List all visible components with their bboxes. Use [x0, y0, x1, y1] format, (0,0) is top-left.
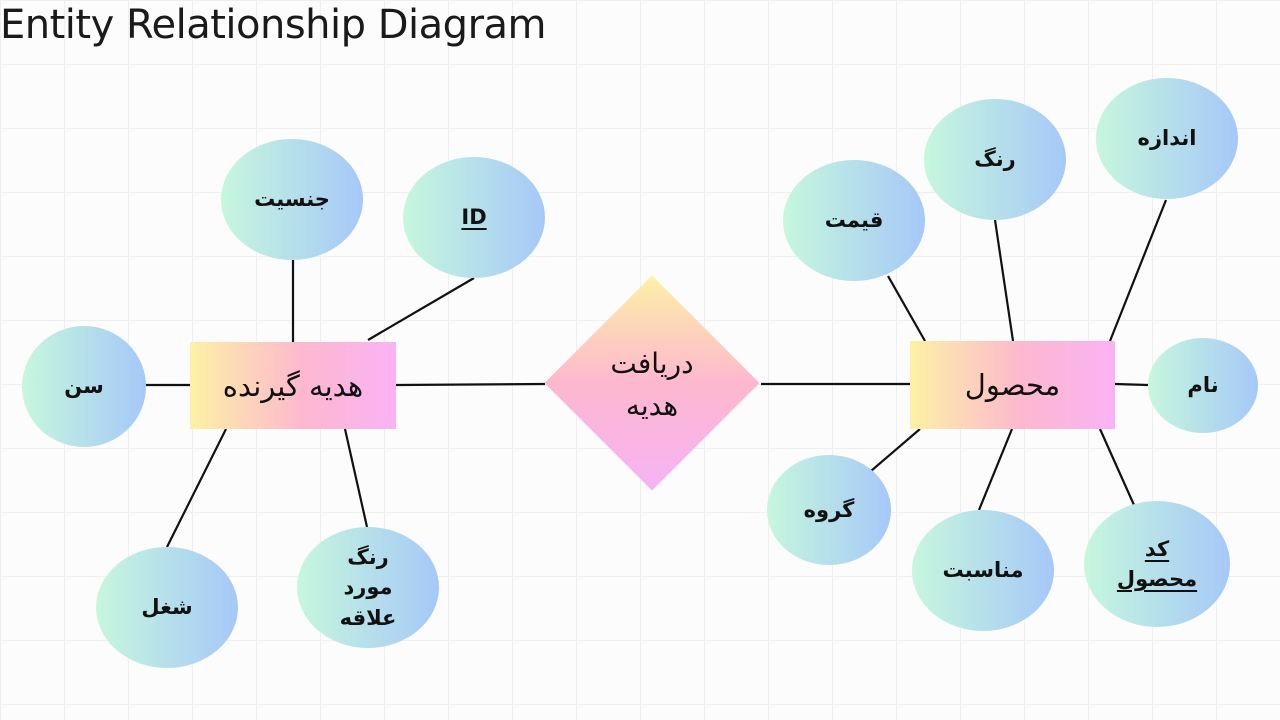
- attribute-id: ID: [403, 157, 545, 278]
- attribute-age-label: سن: [64, 374, 104, 399]
- attribute-product-code: کد محصول: [1084, 501, 1230, 627]
- diagram-title: Entity Relationship Diagram: [0, 2, 547, 48]
- attribute-color: رنگ: [924, 99, 1066, 220]
- edge-recipient-favcolor: [343, 428, 369, 528]
- attribute-price: قیمت: [783, 160, 925, 281]
- edge-product-color: [993, 219, 1015, 342]
- edge-product-size: [1108, 199, 1168, 342]
- attribute-occasion: مناسبت: [912, 510, 1054, 631]
- attribute-job: شغل: [96, 547, 238, 668]
- edge-product-code: [1098, 428, 1136, 506]
- attribute-name: نام: [1148, 338, 1258, 433]
- edge-product-occasion: [977, 428, 1014, 511]
- attribute-price-label: قیمت: [824, 208, 884, 233]
- attribute-group-label: گروه: [803, 497, 855, 522]
- entity-product: محصول: [910, 341, 1115, 429]
- attribute-name-label: نام: [1187, 373, 1219, 398]
- edge-recipient-relationship: [395, 382, 546, 387]
- edge-product-price: [887, 275, 926, 342]
- attribute-age: سن: [22, 326, 146, 447]
- attribute-color-label: رنگ: [974, 147, 1016, 172]
- attribute-product-code-label: کد محصول: [1116, 536, 1198, 591]
- attribute-favorite-color-label: رنگ مورد علاقه: [339, 544, 397, 630]
- attribute-id-label: ID: [461, 205, 487, 230]
- attribute-gender-label: جنسیت: [254, 187, 330, 212]
- attribute-occasion-label: مناسبت: [942, 558, 1024, 583]
- attribute-favorite-color: رنگ مورد علاقه: [297, 527, 439, 648]
- attribute-group: گروه: [767, 455, 891, 565]
- entity-product-label: محصول: [964, 368, 1061, 402]
- attribute-job-label: شغل: [141, 595, 193, 620]
- attribute-gender: جنسیت: [221, 139, 363, 260]
- attribute-size-label: اندازه: [1137, 126, 1197, 151]
- edge-recipient-job: [166, 428, 227, 548]
- entity-gift-recipient: هدیه گیرنده: [190, 342, 396, 429]
- edge-recipient-id: [367, 277, 475, 341]
- entity-gift-recipient-label: هدیه گیرنده: [222, 368, 364, 403]
- relationship-label: دریافت هدیه: [610, 347, 694, 422]
- edge-product-group: [870, 428, 921, 472]
- edge-product-name: [1114, 382, 1149, 387]
- attribute-size: اندازه: [1096, 78, 1238, 199]
